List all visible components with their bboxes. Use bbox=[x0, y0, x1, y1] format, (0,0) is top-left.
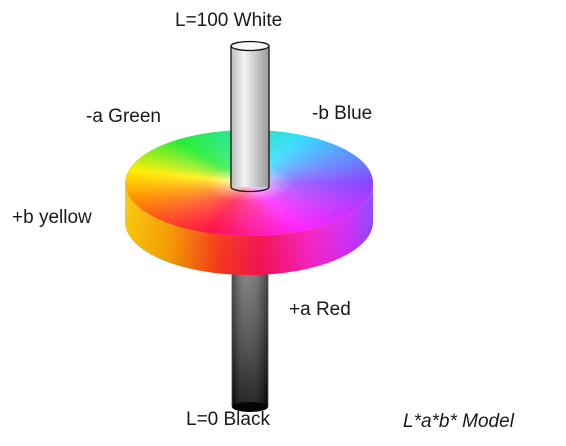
black-point-label: L=0 Black bbox=[186, 409, 270, 430]
yellow-axis-label: +b yellow bbox=[12, 207, 92, 228]
color-disk-side bbox=[125, 183, 373, 275]
model-caption: L*a*b* Model bbox=[403, 411, 514, 432]
red-axis-label: +a Red bbox=[289, 299, 351, 320]
green-axis-label: -a Green bbox=[86, 106, 161, 127]
white-point-label: L=100 White bbox=[175, 10, 283, 31]
l-axis-upper-cylinder bbox=[230, 40, 270, 193]
blue-axis-label: -b Blue bbox=[312, 103, 373, 124]
